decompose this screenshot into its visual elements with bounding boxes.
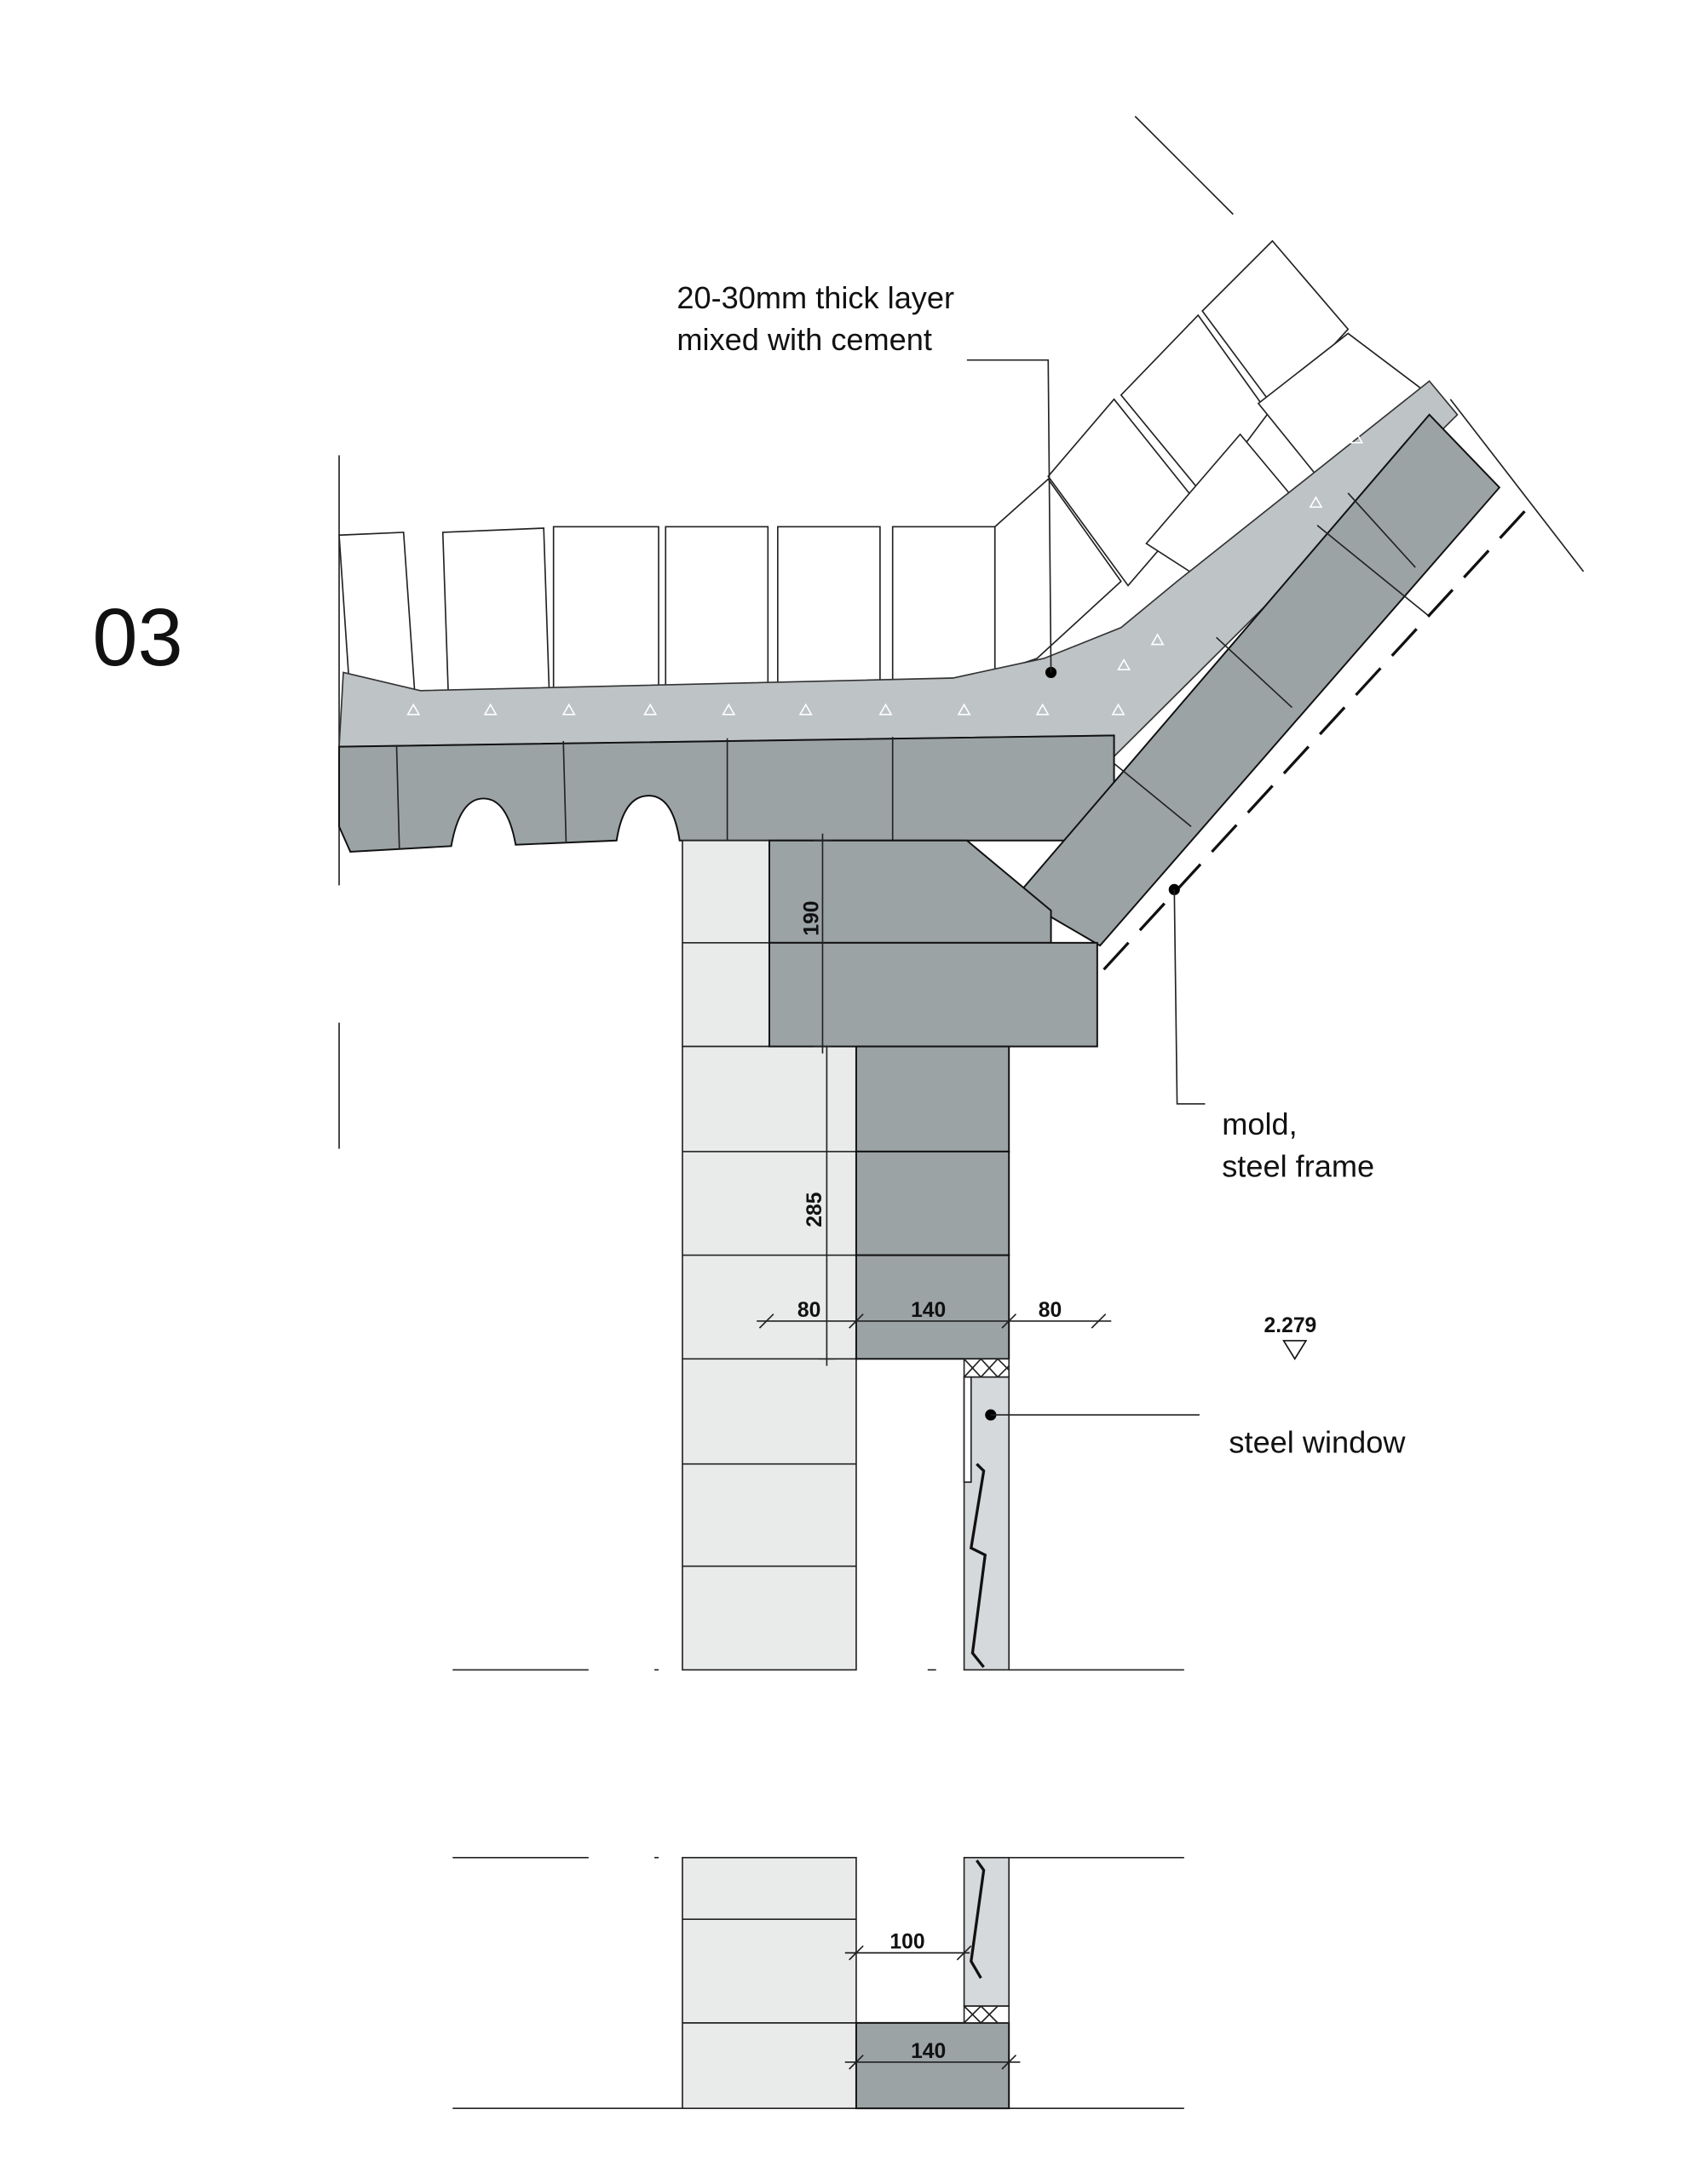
dim-sill-width: 140	[911, 2040, 946, 2063]
dimension-lines	[757, 833, 1112, 2070]
roof-tiles	[338, 239, 1424, 702]
steel-window-label: steel window	[1229, 1424, 1406, 1459]
dim-window-gap: 100	[889, 1931, 924, 1954]
lintel-blocks	[338, 734, 1115, 853]
level-mark-value: 2.279	[1264, 1314, 1317, 1337]
dim-lintel-height: 190	[801, 900, 824, 935]
drawing-number: 03	[93, 593, 183, 683]
diagonal-blocks	[1014, 413, 1501, 947]
dim-left-offset: 80	[797, 1299, 820, 1322]
concrete-layer-label: 20-30mm thick layer mixed with cement	[676, 280, 963, 357]
aggregate-marks	[406, 431, 1364, 716]
concrete-leader-line	[966, 359, 1052, 673]
leader-dot	[1168, 883, 1180, 895]
level-marker-icon	[1282, 1340, 1308, 1360]
lower-wall-section	[682, 1856, 1010, 2110]
mold-leader-line	[1173, 889, 1206, 1105]
steel-window	[963, 1358, 1010, 1671]
mold-label: mold, steel frame	[1222, 1106, 1374, 1183]
dim-right-offset: 80	[1039, 1299, 1062, 1322]
dim-column-height: 285	[803, 1192, 826, 1227]
dim-block-width: 140	[911, 1299, 946, 1322]
support-blocks	[768, 839, 1098, 1360]
leader-dot	[985, 1409, 997, 1421]
